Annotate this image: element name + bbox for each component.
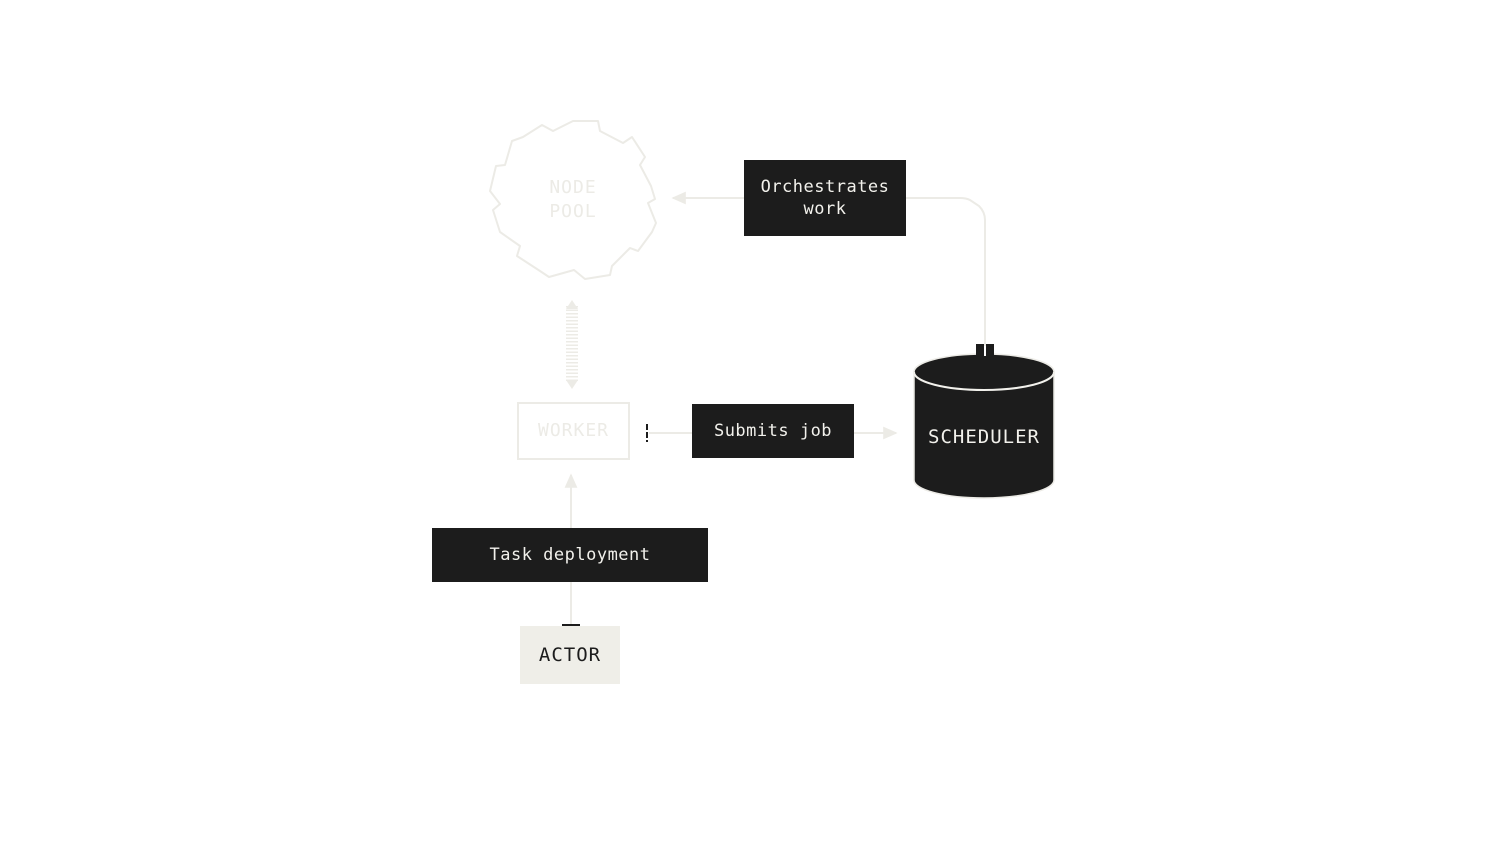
edge-orchestrates-line [671, 191, 986, 346]
edge-orchestrates-label-line1: Orchestrates [760, 177, 890, 197]
actor-shape[interactable] [520, 626, 620, 684]
actor-label: ACTOR [538, 644, 602, 666]
edge-orchestrates-label: Orchestrates work [744, 160, 906, 236]
worker-shape[interactable] [517, 402, 630, 460]
edge-submits-label: Submits job [692, 404, 854, 458]
edge-worker-pool-line [566, 300, 578, 389]
edge-deployment-label: Task deployment [432, 528, 708, 582]
node-pool-label: NODE POOL [523, 176, 623, 224]
scheduler-label: SCHEDULER [928, 426, 1040, 448]
worker-label: WORKER [537, 420, 610, 441]
node-pool-label-line1: NODE [549, 177, 597, 198]
scheduler-shape[interactable] [913, 344, 1055, 499]
node-pool-shape[interactable] [489, 120, 657, 280]
node-pool-label-line2: POOL [549, 201, 597, 222]
edge-orchestrates-label-line2: work [803, 199, 847, 219]
